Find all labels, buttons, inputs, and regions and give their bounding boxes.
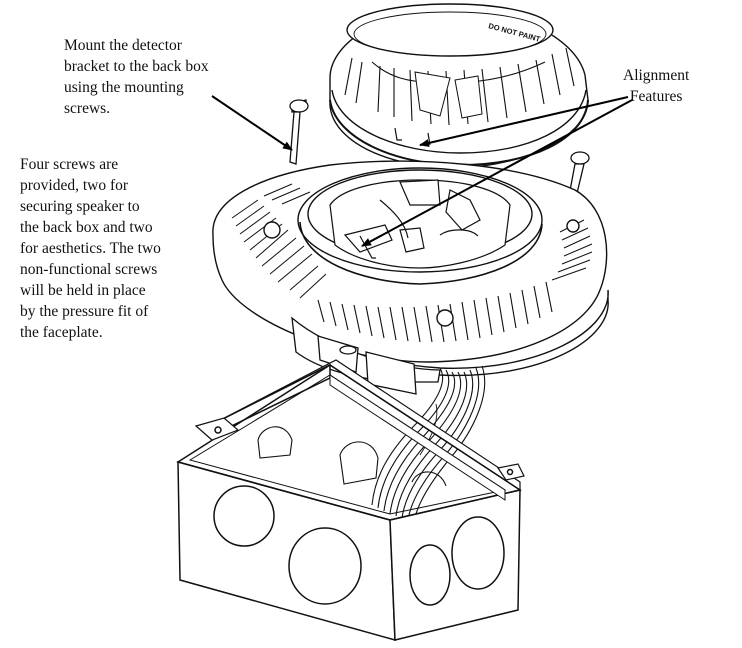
back-box (176, 359, 525, 641)
note-line: securing speaker to (20, 198, 140, 215)
arrow-to-mounting-screw (211, 95, 293, 151)
callout-arrows (211, 95, 633, 247)
note-line: will be held in place (20, 282, 146, 299)
arrow-to-bracket-notch (361, 99, 633, 247)
note-line: Features (629, 88, 683, 105)
screws-note: Four screws are provided, two for securi… (20, 154, 161, 343)
detector-head (329, 3, 589, 169)
left-mounting-screw (289, 99, 309, 165)
note-line: for aesthetics. The two (20, 240, 161, 257)
bracket-mechanism (329, 179, 511, 269)
note-line: screws. (64, 100, 111, 117)
note-line: Mount the detector (64, 37, 182, 54)
note-line: bracket to the back box (64, 58, 209, 75)
note-line: non-functional screws (20, 261, 158, 278)
note-line: the faceplate. (20, 324, 103, 341)
note-line: Alignment (623, 67, 690, 84)
mount-bracket-note: Mount the detector bracket to the back b… (64, 35, 209, 119)
arrow-to-detector-notch (419, 96, 629, 147)
alignment-features-label: Alignment Features (623, 65, 689, 107)
note-line: by the pressure fit of (20, 303, 149, 320)
note-line: using the mounting (64, 79, 184, 96)
note-line: Four screws are (20, 156, 119, 173)
note-line: the back box and two (20, 219, 153, 236)
note-line: provided, two for (20, 177, 129, 194)
